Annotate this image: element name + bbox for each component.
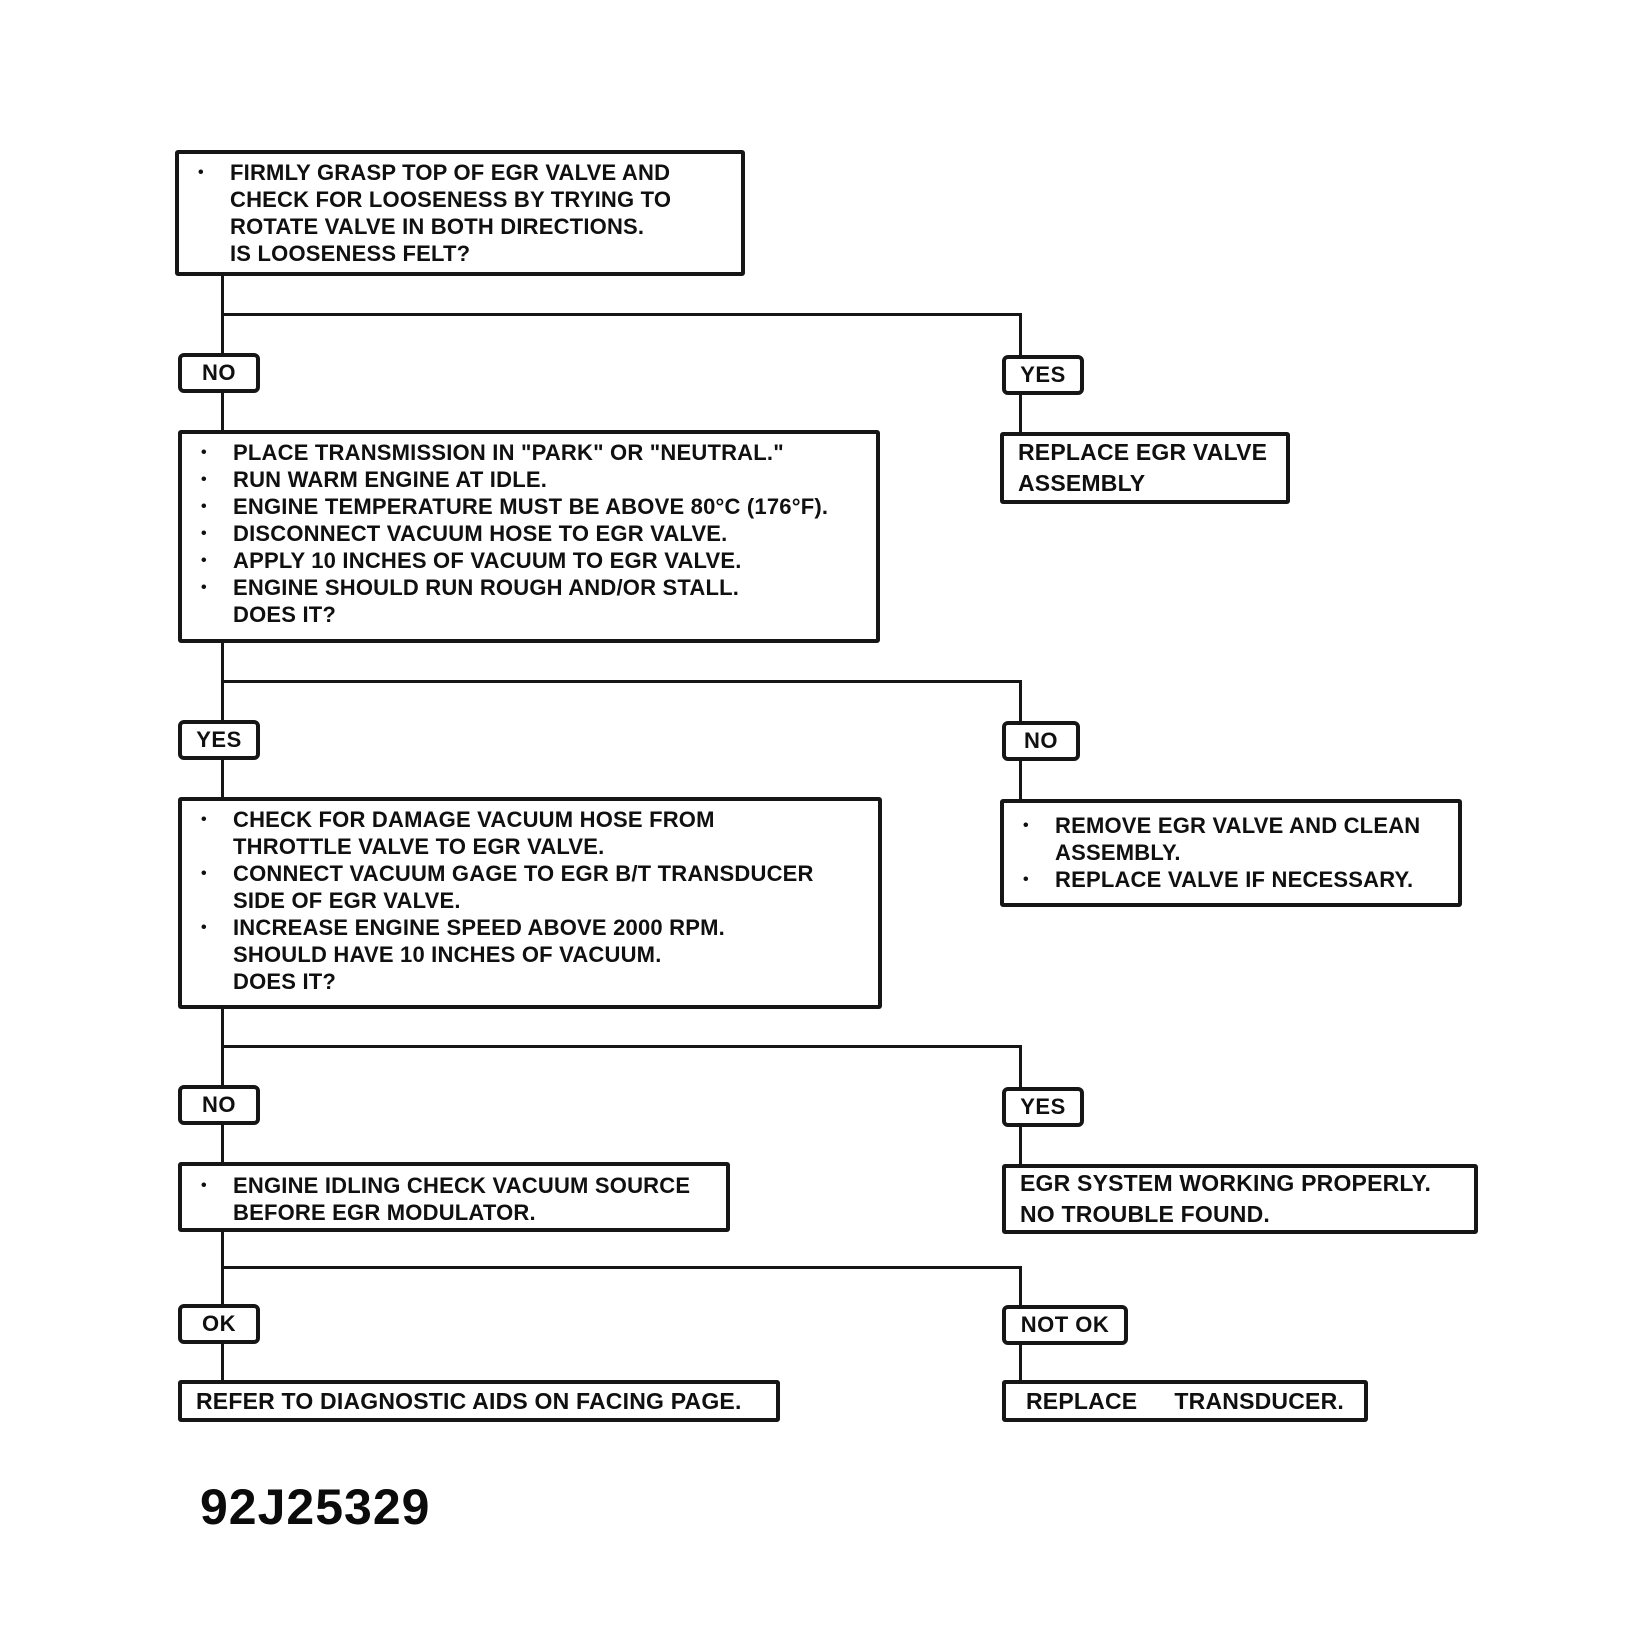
bullet-icon: • [201,919,207,936]
flow-text-line: REFER TO DIAGNOSTIC AIDS ON FACING PAGE. [196,1387,742,1414]
flow-text-line: INCREASE ENGINE SPEED ABOVE 2000 RPM. [233,915,725,940]
flow-text-line: DOES IT? [233,969,337,994]
connector-line [221,1125,224,1162]
decision-label-not-ok: NOT OK [1002,1305,1128,1345]
connector-line [1019,1268,1022,1305]
connector-line [1019,682,1022,721]
decision-label-no-1: NO [178,353,260,393]
flow-text-line: THROTTLE VALVE TO EGR VALVE. [233,834,605,859]
flow-text-line: ASSEMBLY [1018,470,1146,496]
flow-text-line: ENGINE TEMPERATURE MUST BE ABOVE 80°C (1… [233,494,829,519]
flow-text-line: BEFORE EGR MODULATOR. [233,1200,536,1225]
bullet-icon: • [201,444,207,461]
flow-text-line: SIDE OF EGR VALVE. [233,888,461,913]
decision-label-yes-2: YES [178,720,260,760]
bullet-icon: • [201,1177,207,1194]
flow-text-line: SHOULD HAVE 10 INCHES OF VACUUM. [233,942,662,967]
flow-text-line: DISCONNECT VACUUM HOSE TO EGR VALVE. [233,521,728,546]
flow-text-line: ENGINE SHOULD RUN ROUGH AND/OR STALL. [233,575,740,600]
bullet-icon: • [1023,817,1029,834]
flow-text-line: FIRMLY GRASP TOP OF EGR VALVE AND [230,160,671,185]
decision-label-yes-3: YES [1002,1087,1084,1127]
connector-line [1019,1345,1022,1380]
flow-box-replace-transducer: REPLACE TRANSDUCER. [1002,1380,1368,1422]
flow-text-line: CHECK FOR DAMAGE VACUUM HOSE FROM [233,807,715,832]
flow-box-idle-vacuum-test: • PLACE TRANSMISSION IN "PARK" OR "NEUTR… [178,430,880,643]
flow-text-line: REPLACE EGR VALVE [1018,439,1268,465]
decision-label-yes-1: YES [1002,355,1084,395]
bullet-icon: • [1023,871,1029,888]
connector-line [221,393,224,430]
decision-label-no-2: NO [1002,721,1080,761]
bullet-icon: • [198,164,204,181]
flow-text-line: PLACE TRANSMISSION IN "PARK" OR "NEUTRAL… [233,440,784,465]
connector-line [221,680,1022,683]
flow-box-replace-egr-valve-assembly: REPLACE EGR VALVE ASSEMBLY [1000,432,1290,504]
connector-line [221,1344,224,1380]
flow-text-line: NO TROUBLE FOUND. [1020,1201,1270,1227]
connector-line [1019,395,1022,432]
flow-text-line: DOES IT? [233,602,337,627]
flow-box-refer-diagnostic-aids: REFER TO DIAGNOSTIC AIDS ON FACING PAGE. [178,1380,780,1422]
flow-text-line: ENGINE IDLING CHECK VACUUM SOURCE [233,1173,691,1198]
bullet-icon: • [201,525,207,542]
connector-line [221,1266,1022,1269]
flow-text-line: RUN WARM ENGINE AT IDLE. [233,467,548,492]
flow-box-remove-egr-valve-clean: • REMOVE EGR VALVE AND CLEAN ASSEMBLY. •… [1000,799,1462,907]
bullet-icon: • [201,498,207,515]
decision-label-no-3: NO [178,1085,260,1125]
connector-line [1019,1127,1022,1164]
connector-line [221,313,1022,316]
flow-text-line: ROTATE VALVE IN BOTH DIRECTIONS. [230,214,645,239]
flow-box-grasp-egr-valve: • FIRMLY GRASP TOP OF EGR VALVE AND CHEC… [175,150,745,276]
flow-box-check-vacuum-source: • ENGINE IDLING CHECK VACUUM SOURCE BEFO… [178,1162,730,1232]
flow-text-line: REPLACE VALVE IF NECESSARY. [1055,867,1414,892]
flow-box-vacuum-gage-test: • CHECK FOR DAMAGE VACUUM HOSE FROM THRO… [178,797,882,1009]
bullet-icon: • [201,552,207,569]
figure-code: 92J25329 [200,1479,431,1535]
connector-line [1019,761,1022,799]
decision-label-ok: OK [178,1304,260,1344]
flow-text-line: IS LOOSENESS FELT? [230,241,471,266]
bullet-icon: • [201,471,207,488]
connector-line [1019,315,1022,355]
flow-text-line: EGR SYSTEM WORKING PROPERLY. [1020,1170,1432,1196]
flow-text-line: REMOVE EGR VALVE AND CLEAN [1055,813,1421,838]
flow-text-line: ASSEMBLY. [1055,840,1181,865]
connector-line [221,1045,1022,1048]
connector-line [221,760,224,797]
flow-text-line: TRANSDUCER. [1174,1387,1344,1414]
connector-line [1019,1047,1022,1087]
flow-text-line: REPLACE [1026,1387,1138,1414]
flow-text-line: CONNECT VACUUM GAGE TO EGR B/T TRANSDUCE… [233,861,814,886]
bullet-icon: • [201,865,207,882]
bullet-icon: • [201,811,207,828]
bullet-icon: • [201,579,207,596]
flow-box-egr-system-working: EGR SYSTEM WORKING PROPERLY. NO TROUBLE … [1002,1164,1478,1234]
flow-text-line: APPLY 10 INCHES OF VACUUM TO EGR VALVE. [233,548,742,573]
flow-text-line: CHECK FOR LOOSENESS BY TRYING TO [230,187,672,212]
